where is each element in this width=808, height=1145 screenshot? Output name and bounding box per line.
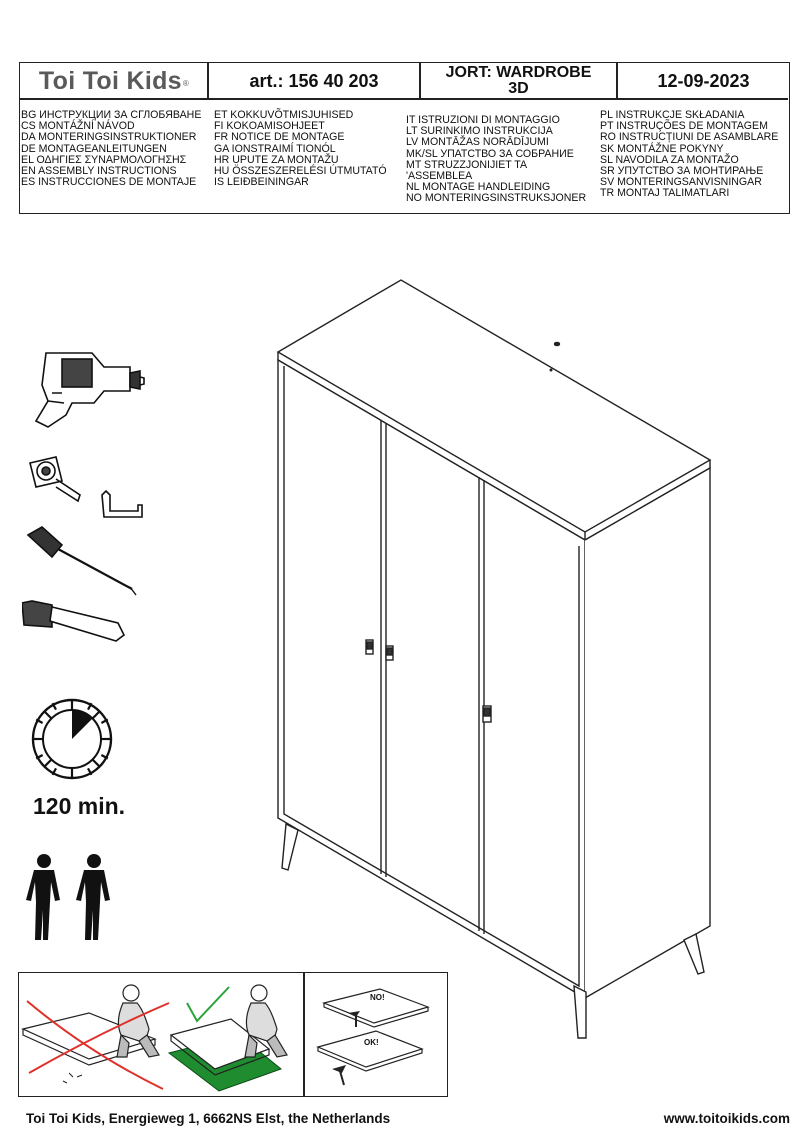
drill-icon <box>34 352 145 428</box>
ok-label: OK! <box>364 1038 379 1047</box>
hammer-icon <box>348 1011 360 1027</box>
allen-key-icon <box>101 489 143 518</box>
website-link[interactable]: www.toitoikids.com <box>663 1111 790 1126</box>
tools-illustration <box>22 352 145 642</box>
assembly-time: 120 min. <box>33 793 126 819</box>
surface-warning-panel <box>303 972 448 1097</box>
two-persons-icon <box>26 854 110 940</box>
worker-icon <box>116 984 160 1058</box>
floor-protection-illustration <box>21 984 288 1092</box>
person-icon <box>76 854 110 940</box>
tape-measure-icon <box>29 456 81 503</box>
screwdriver-icon <box>26 526 137 596</box>
hammer-icon <box>332 1065 346 1086</box>
worker-icon <box>244 984 288 1058</box>
company-address: Toi Toi Kids, Energieweg 1, 6662NS Elst,… <box>26 1111 391 1126</box>
clock-icon <box>31 698 113 780</box>
surface-warning-illustration: NO! OK! <box>316 988 430 1086</box>
document-date: 12-09-2023 <box>657 70 750 91</box>
person-icon <box>26 854 60 940</box>
wardrobe-illustration <box>276 279 712 1039</box>
header-table: Toi Toi Kids® art.: 156 40 203 JORT: WAR… <box>19 62 790 214</box>
brand-logo: Toi Toi Kids® <box>38 66 190 95</box>
no-label: NO! <box>370 993 385 1002</box>
article-number: art.: 156 40 203 <box>249 70 379 91</box>
floor-protection-panel <box>18 972 305 1097</box>
hammer-icon <box>22 600 126 642</box>
